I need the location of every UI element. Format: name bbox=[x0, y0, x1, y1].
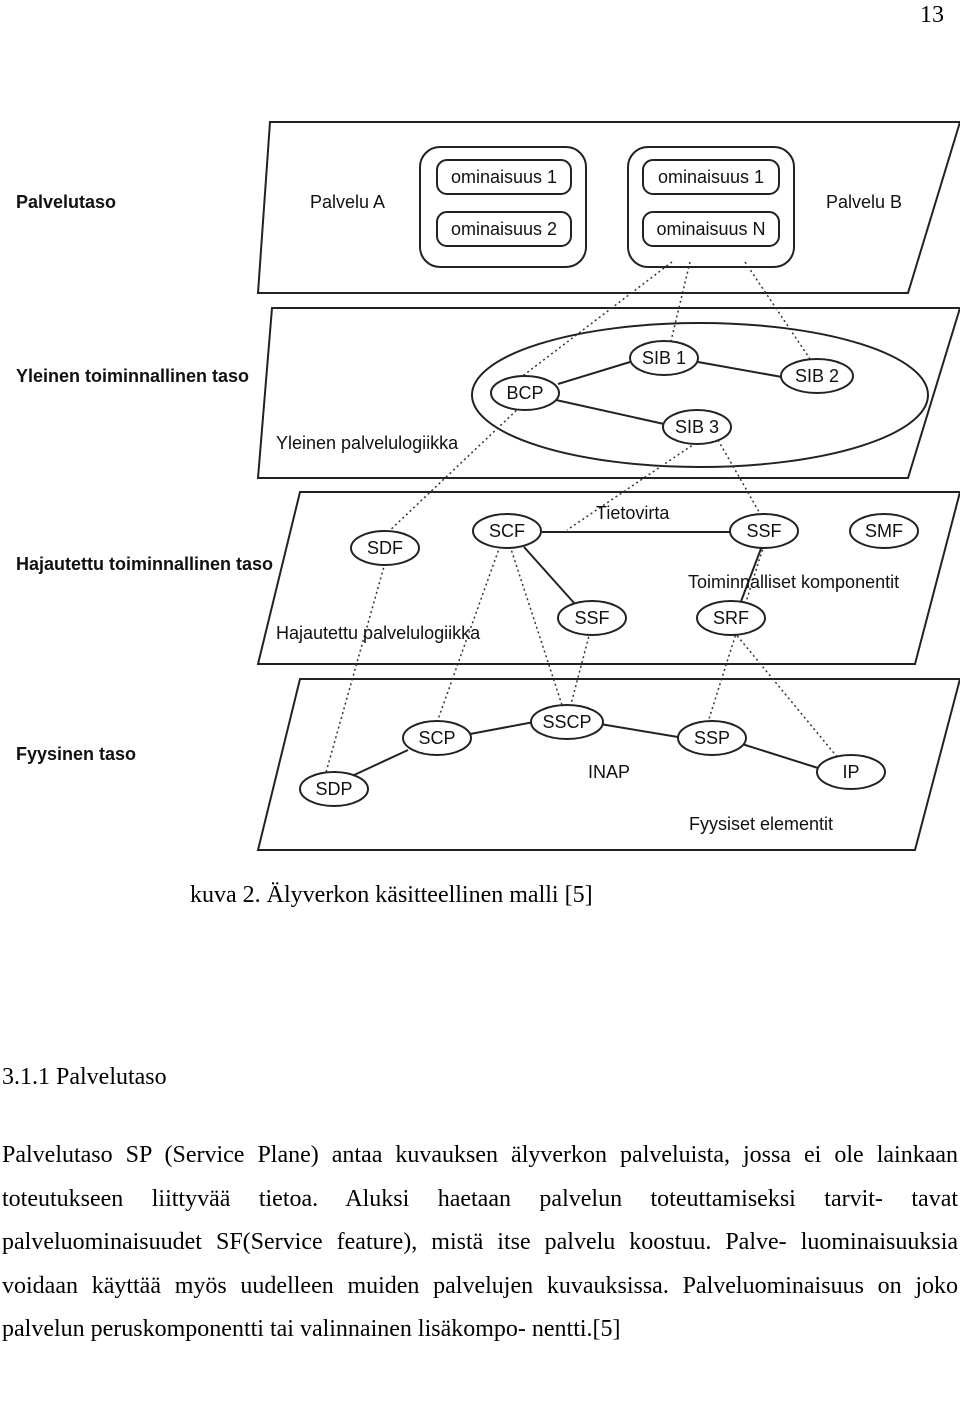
link-line bbox=[469, 721, 535, 735]
node-label-ssp: SSP bbox=[694, 728, 730, 748]
feature-box bbox=[436, 211, 572, 247]
layer-label-hajautettu: Hajautettu toiminnallinen taso bbox=[16, 554, 273, 574]
node-ip bbox=[816, 754, 886, 790]
node-sib3 bbox=[662, 409, 732, 445]
node-bcp bbox=[490, 375, 560, 411]
layer-label-palvelutaso: Palvelutaso bbox=[16, 192, 116, 212]
link-line bbox=[351, 749, 409, 777]
node-sscp bbox=[530, 704, 604, 740]
feature-label: ominaisuus N bbox=[656, 219, 765, 239]
paragraph-line: lainkaan toteutukseen liittyvää tietoa. … bbox=[2, 1142, 958, 1212]
paragraph-line: Palvelutaso SP (Service Plane) antaa kuv… bbox=[2, 1142, 864, 1168]
paragraph-line: tavat palveluominaisuudet SF(Service fea… bbox=[2, 1185, 959, 1256]
service-a-label: Palvelu A bbox=[310, 192, 385, 212]
node-scp bbox=[402, 720, 472, 756]
functional-components-label: Toiminnalliset komponentit bbox=[688, 572, 899, 592]
node-label-sib3: SIB 3 bbox=[675, 417, 719, 437]
section-heading: 3.1.1 Palvelutaso bbox=[2, 1064, 167, 1090]
node-sdp bbox=[299, 771, 369, 807]
node-label-sib1: SIB 1 bbox=[642, 348, 686, 368]
node-ssp bbox=[677, 720, 747, 756]
mapping-line bbox=[519, 261, 673, 379]
node-label-sscp: SSCP bbox=[542, 712, 591, 732]
node-srf bbox=[696, 600, 766, 636]
node-sib1 bbox=[629, 340, 699, 376]
layer-label-yleinen: Yleinen toiminnallinen taso bbox=[16, 366, 249, 386]
feature-label: ominaisuus 1 bbox=[658, 167, 764, 187]
node-label-ip: IP bbox=[842, 762, 859, 782]
physical-elements-label: Fyysiset elementit bbox=[689, 814, 833, 834]
global-logic-ellipse bbox=[471, 322, 929, 468]
feature-box bbox=[642, 211, 780, 247]
link-line bbox=[599, 723, 679, 738]
feature-box bbox=[642, 159, 780, 195]
figure-caption: kuva 2. Älyverkon käsitteellinen malli [… bbox=[190, 882, 593, 908]
link-line bbox=[523, 546, 576, 605]
paragraph-line: luominaisuuksia voidaan käyttää myös uud… bbox=[2, 1229, 959, 1299]
node-label-sdp: SDP bbox=[315, 779, 352, 799]
node-sib2 bbox=[780, 358, 854, 394]
body-paragraph: Palvelutaso SP (Service Plane) antaa kuv… bbox=[2, 1134, 958, 1352]
mapping-line bbox=[324, 562, 386, 777]
feature-label: ominaisuus 2 bbox=[451, 219, 557, 239]
node-label-scp: SCP bbox=[418, 728, 455, 748]
node-label-sdf: SDF bbox=[367, 538, 403, 558]
node-sdf bbox=[350, 530, 420, 566]
mapping-line bbox=[435, 545, 501, 726]
node-label-scf: SCF bbox=[489, 521, 525, 541]
page-number: 13 bbox=[920, 2, 944, 28]
node-label-sib2: SIB 2 bbox=[795, 366, 839, 386]
service-b-label: Palvelu B bbox=[826, 192, 902, 212]
node-ssf-top bbox=[729, 513, 799, 549]
node-label-ssf-top: SSF bbox=[746, 521, 781, 541]
mapping-line bbox=[707, 544, 765, 723]
inap-label: INAP bbox=[588, 762, 630, 782]
layer-label-fyysinen: Fyysinen taso bbox=[16, 744, 136, 764]
link-line bbox=[697, 361, 783, 378]
mapping-line bbox=[566, 439, 701, 531]
global-logic-label: Yleinen palvelulogiikka bbox=[276, 433, 459, 453]
node-ssf-bottom bbox=[557, 600, 627, 636]
link-line bbox=[557, 361, 631, 385]
link-line bbox=[739, 545, 763, 605]
feature-label: ominaisuus 1 bbox=[451, 167, 557, 187]
paragraph-line: nentti.[5] bbox=[531, 1316, 621, 1342]
mapping-line bbox=[569, 631, 591, 709]
link-line bbox=[741, 743, 819, 769]
information-flow-label: Tietovirta bbox=[596, 503, 670, 523]
mapping-line bbox=[744, 261, 813, 363]
mapping-line bbox=[669, 261, 691, 346]
node-label-smf: SMF bbox=[865, 521, 903, 541]
mapping-line bbox=[384, 406, 521, 536]
node-smf bbox=[849, 513, 919, 549]
intelligent-network-model-figure: Palvelutaso Yleinen toiminnallinen taso … bbox=[0, 110, 960, 860]
node-scf bbox=[472, 513, 542, 549]
distributed-logic-label: Hajautettu palvelulogiikka bbox=[276, 623, 481, 643]
mapping-line bbox=[733, 631, 839, 759]
node-label-srf: SRF bbox=[713, 608, 749, 628]
paragraph-line: Palveluominaisuus on joko palvelun perus… bbox=[2, 1272, 959, 1343]
feature-box bbox=[436, 159, 572, 195]
node-label-ssf-bottom: SSF bbox=[574, 608, 609, 628]
plane-yleinen bbox=[256, 307, 960, 479]
figure-diagram: Palvelutaso Yleinen toiminnallinen taso … bbox=[16, 121, 960, 851]
mapping-line bbox=[509, 545, 564, 709]
link-line bbox=[555, 399, 665, 425]
node-label-bcp: BCP bbox=[506, 383, 543, 403]
